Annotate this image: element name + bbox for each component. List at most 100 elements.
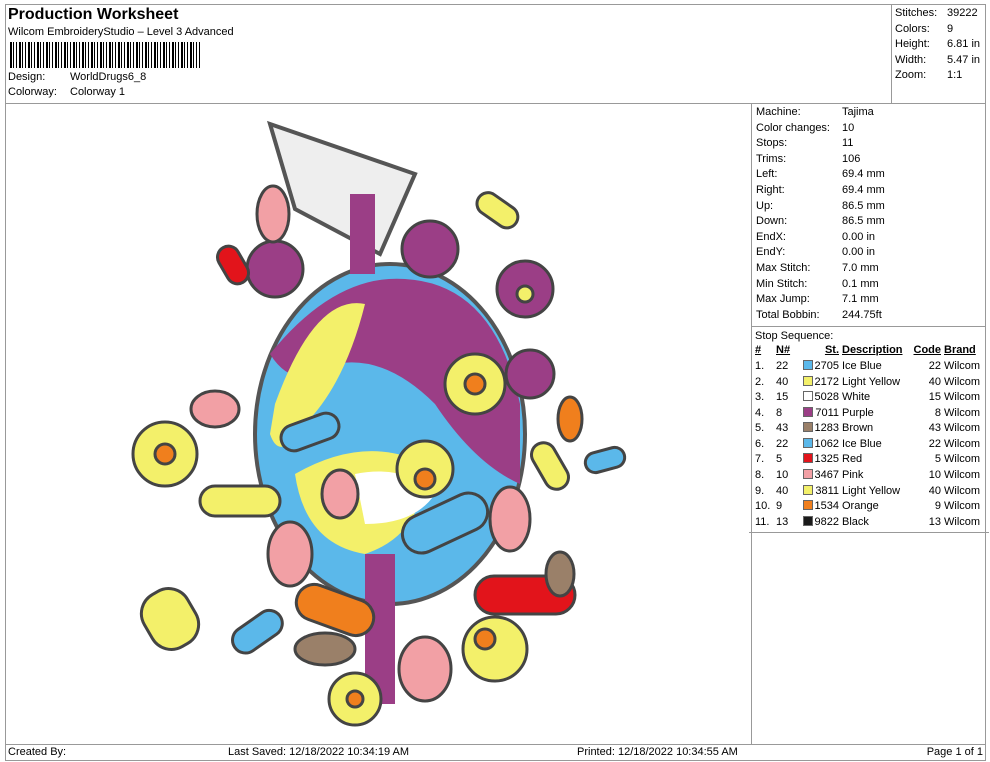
divider	[749, 532, 989, 534]
colorway-row: Colorway:Colorway 1	[8, 85, 608, 100]
design-preview	[5, 104, 752, 744]
header-info: Production Worksheet Wilcom EmbroiderySt…	[8, 5, 608, 100]
needle-number: 43	[776, 422, 789, 435]
page-number: Page 1 of 1	[926, 746, 983, 758]
stat-value: 106	[842, 152, 861, 165]
summary-label: Colors:	[895, 22, 930, 35]
stat-row: Left:69.4 mm	[756, 167, 982, 183]
stat-value: 7.1 mm	[842, 293, 879, 306]
stitch-code: 2705	[814, 359, 839, 372]
created-by: Created By:	[8, 746, 67, 758]
stat-row: EndX: 0.00 in	[756, 230, 982, 246]
stitch-code: 5028	[814, 391, 839, 404]
summary-row: Width:5.47 in	[895, 53, 983, 69]
page-title: Production Worksheet	[8, 6, 179, 23]
stitch-code: 1534	[814, 500, 839, 513]
stop-number: 3.	[755, 391, 765, 404]
color-swatch	[803, 484, 814, 495]
stitch-code-cell: 1062	[796, 437, 839, 453]
stat-label: Up:	[756, 199, 774, 212]
col-brand: Brand	[944, 344, 976, 357]
stop-number: 2.	[755, 375, 765, 388]
stat-label: EndY:	[756, 246, 786, 259]
stitch-code-cell: 1325	[796, 452, 839, 468]
stat-value: 0.00 in	[842, 230, 876, 243]
stat-value: 0.1 mm	[842, 277, 879, 290]
color-description: Red	[842, 453, 863, 466]
stitch-code: 9822	[814, 515, 839, 528]
summary-row: Zoom: 1:1	[895, 68, 983, 84]
stat-row: Color changes:10	[756, 121, 982, 137]
stat-label: EndX:	[756, 230, 786, 243]
cup	[266, 120, 418, 257]
design-row: Design:WorldDrugs6_8	[8, 70, 608, 85]
summary-value: 5.47 in	[947, 53, 981, 66]
thread-brand: Wilcom	[944, 515, 981, 528]
summary-value: 6.81 in	[947, 38, 981, 50]
stitch-code-cell: 1534	[796, 499, 839, 515]
stat-value: 10	[842, 121, 855, 134]
thread-brand: Wilcom	[944, 422, 981, 435]
summary-label: Zoom:	[895, 69, 927, 81]
stat-row: Max Jump: 7.1 mm	[756, 292, 982, 308]
design-name: WorldDrugs6_8	[70, 71, 147, 83]
stop-number: 11.	[755, 515, 770, 528]
color-swatch	[802, 391, 813, 402]
color-code: 40	[928, 484, 941, 497]
thread-brand: Wilcom	[944, 469, 981, 482]
needle-number: 22	[776, 437, 789, 450]
stat-label: Down:	[756, 215, 788, 228]
color-description: Ice Blue	[842, 359, 882, 372]
stat-row: Max Stitch:7.0 mm	[756, 261, 982, 277]
stitch-code-cell: 2172	[796, 375, 839, 391]
color-swatch	[802, 500, 813, 511]
color-description: Purple	[842, 406, 874, 419]
col-needle: N#	[776, 344, 791, 357]
summary-value: 9	[947, 22, 954, 35]
color-code: 22	[928, 437, 941, 450]
stat-value: 86.5 mm	[842, 199, 885, 212]
needle-number: 8	[776, 406, 783, 419]
summary-value: 1:1	[947, 69, 963, 81]
stitch-code-cell: 2705	[796, 359, 839, 375]
color-swatch	[802, 359, 813, 370]
summary-row: Height:6.81 in	[895, 37, 983, 53]
colorway-label: Colorway:	[8, 86, 57, 98]
stat-row: Right:69.4 mm	[756, 183, 982, 199]
stat-row: Total Bobbin:244.75ft	[756, 308, 982, 324]
stat-label: Machine:	[756, 106, 801, 118]
stitch-code-cell: 5028	[796, 390, 839, 406]
stitch-code: 1283	[814, 422, 839, 435]
color-description: Brown	[842, 422, 874, 435]
stitch-code-cell: 3811	[796, 484, 839, 500]
color-code: 9	[934, 500, 941, 513]
needle-number: 5	[776, 453, 783, 466]
needle-number: 40	[776, 375, 789, 388]
stat-row: Machine:Tajima	[756, 105, 982, 121]
stop-number: 6.	[755, 437, 765, 450]
color-description: Ice Blue	[842, 437, 882, 450]
stat-row: Up: 86.5 mm	[756, 199, 982, 215]
worksheet-frame	[5, 4, 986, 761]
thread-brand: Wilcom	[944, 484, 981, 497]
color-description: Black	[842, 515, 869, 528]
color-code: 10	[928, 469, 941, 482]
stat-value: 244.75ft	[842, 308, 882, 321]
stat-label: Max Jump:	[756, 293, 810, 306]
color-code: 15	[928, 391, 941, 404]
color-swatch	[803, 406, 814, 417]
embroidery-design-image	[131, 120, 627, 727]
stop-number: 1.	[755, 359, 765, 372]
stat-label: Trims:	[756, 152, 787, 165]
stitch-code-cell: 1283	[796, 421, 839, 437]
